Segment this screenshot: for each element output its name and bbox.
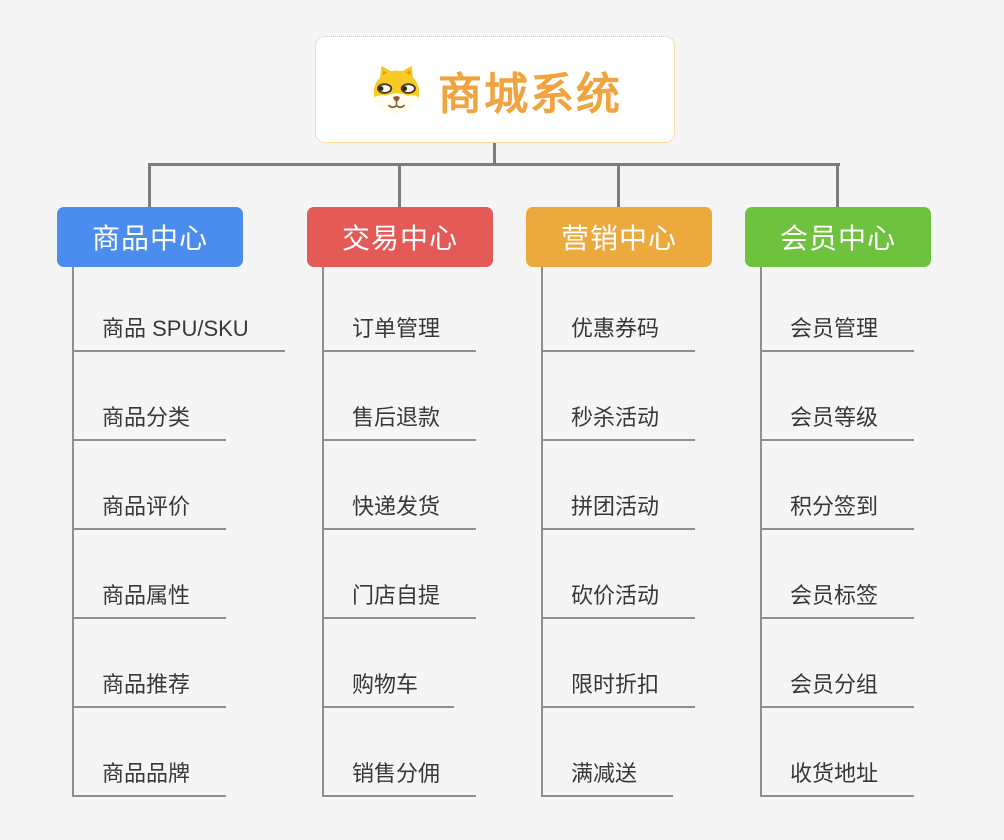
branch-member-center: 会员中心 会员管理 会员等级 积分签到 会员标签 会员分组 收货地址: [745, 207, 1004, 797]
leaf-topic[interactable]: 会员标签: [762, 530, 1004, 619]
root-stem-line: [493, 143, 496, 164]
leaf-topic[interactable]: 门店自提: [324, 530, 568, 619]
branch-product-center: 商品中心 商品 SPU/SKU 商品分类 商品评价 商品属性 商品推荐 商品品牌: [57, 207, 319, 797]
leaf-topic-label: 商品品牌: [74, 756, 227, 797]
leaf-topic-label: 会员分组: [762, 667, 915, 708]
branch-drop-line: [398, 165, 401, 207]
shiba-dog-icon: [373, 65, 420, 115]
branch-topic-trade-center[interactable]: 交易中心: [307, 207, 493, 267]
leaf-topic[interactable]: 秒杀活动: [543, 352, 787, 441]
branch-connector-bar: [148, 163, 840, 166]
branch-topic-marketing-center[interactable]: 营销中心: [526, 207, 712, 267]
leaf-list: 会员管理 会员等级 积分签到 会员标签 会员分组 收货地址: [760, 267, 1004, 797]
leaf-topic[interactable]: 优惠券码: [543, 267, 787, 352]
branch-marketing-center: 营销中心 优惠券码 秒杀活动 拼团活动 砍价活动 限时折扣 满减送: [526, 207, 788, 797]
leaf-topic[interactable]: 收货地址: [762, 708, 1004, 797]
branch-drop-line: [617, 165, 620, 207]
leaf-list: 优惠券码 秒杀活动 拼团活动 砍价活动 限时折扣 满减送: [541, 267, 787, 797]
leaf-topic-label: 会员标签: [762, 578, 915, 619]
root-topic-label: 商城系统: [438, 69, 622, 119]
leaf-topic[interactable]: 满减送: [543, 708, 787, 797]
leaf-topic[interactable]: 购物车: [324, 619, 568, 708]
leaf-topic-label: 商品推荐: [74, 667, 227, 708]
leaf-topic-label: 商品分类: [74, 400, 227, 441]
leaf-topic-label: 商品 SPU/SKU: [74, 311, 285, 352]
leaf-topic-label: 限时折扣: [543, 667, 696, 708]
leaf-topic[interactable]: 商品品牌: [74, 708, 318, 797]
leaf-topic-label: 会员等级: [762, 400, 915, 441]
leaf-topic[interactable]: 商品评价: [74, 441, 318, 530]
branch-topic-label: 会员中心: [779, 223, 896, 254]
leaf-topic[interactable]: 快递发货: [324, 441, 568, 530]
leaf-list: 商品 SPU/SKU 商品分类 商品评价 商品属性 商品推荐 商品品牌: [72, 267, 318, 797]
leaf-topic[interactable]: 积分签到: [762, 441, 1004, 530]
leaf-topic[interactable]: 商品推荐: [74, 619, 318, 708]
leaf-topic[interactable]: 商品分类: [74, 352, 318, 441]
branch-drop-line: [836, 165, 839, 207]
leaf-topic-label: 满减送: [543, 756, 674, 797]
leaf-topic-label: 订单管理: [324, 311, 477, 352]
leaf-topic-label: 销售分佣: [324, 756, 477, 797]
leaf-topic-label: 砍价活动: [543, 578, 696, 619]
leaf-topic[interactable]: 订单管理: [324, 267, 568, 352]
leaf-topic-label: 优惠券码: [543, 311, 696, 352]
leaf-topic[interactable]: 会员分组: [762, 619, 1004, 708]
leaf-topic[interactable]: 商品 SPU/SKU: [74, 267, 318, 352]
leaf-topic-label: 拼团活动: [543, 489, 696, 530]
leaf-topic-label: 购物车: [324, 667, 455, 708]
leaf-topic[interactable]: 售后退款: [324, 352, 568, 441]
leaf-topic[interactable]: 会员等级: [762, 352, 1004, 441]
leaf-topic-label: 商品评价: [74, 489, 227, 530]
branch-trade-center: 交易中心 订单管理 售后退款 快递发货 门店自提 购物车 销售分佣: [307, 207, 569, 797]
leaf-topic-label: 积分签到: [762, 489, 915, 530]
leaf-topic-label: 商品属性: [74, 578, 227, 619]
leaf-topic[interactable]: 拼团活动: [543, 441, 787, 530]
leaf-topic[interactable]: 商品属性: [74, 530, 318, 619]
branch-topic-label: 交易中心: [341, 223, 458, 254]
leaf-topic-label: 门店自提: [324, 578, 477, 619]
branch-topic-product-center[interactable]: 商品中心: [57, 207, 243, 267]
leaf-topic[interactable]: 砍价活动: [543, 530, 787, 619]
leaf-topic-label: 收货地址: [762, 756, 915, 797]
leaf-topic-label: 快递发货: [324, 489, 477, 530]
leaf-topic[interactable]: 会员管理: [762, 267, 1004, 352]
branch-topic-label: 商品中心: [91, 223, 208, 254]
branch-drop-line: [148, 165, 151, 207]
leaf-list: 订单管理 售后退款 快递发货 门店自提 购物车 销售分佣: [322, 267, 568, 797]
leaf-topic[interactable]: 销售分佣: [324, 708, 568, 797]
branch-topic-member-center[interactable]: 会员中心: [745, 207, 931, 267]
leaf-topic-label: 秒杀活动: [543, 400, 696, 441]
leaf-topic[interactable]: 限时折扣: [543, 619, 787, 708]
leaf-topic-label: 售后退款: [324, 400, 477, 441]
leaf-topic-label: 会员管理: [762, 311, 915, 352]
root-topic[interactable]: 商城系统: [315, 36, 675, 143]
branch-topic-label: 营销中心: [560, 223, 677, 254]
